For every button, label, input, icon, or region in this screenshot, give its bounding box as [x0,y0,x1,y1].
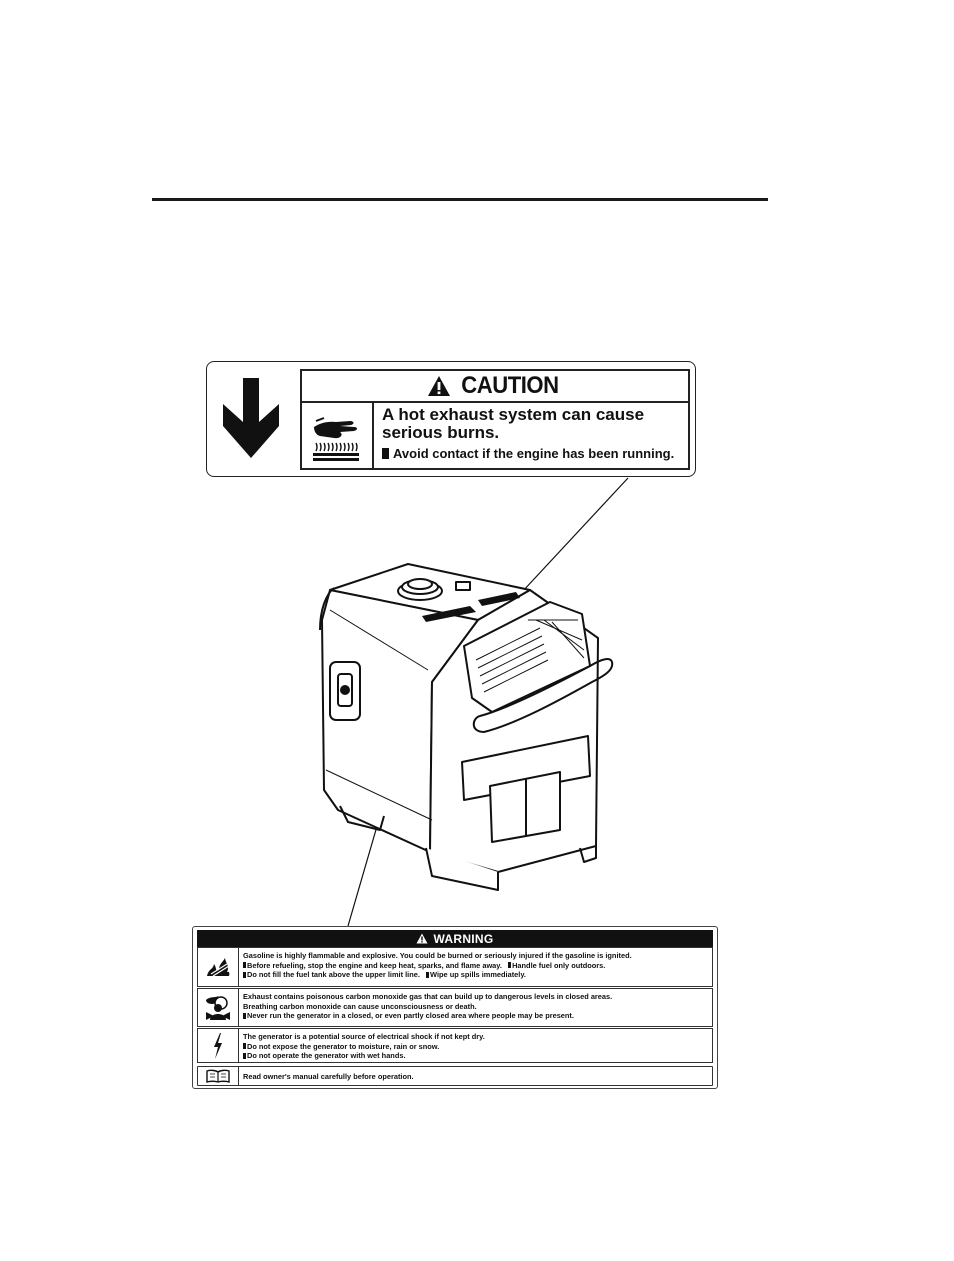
caution-panel: CAUTION A hot exhaust sys [300,369,690,470]
caution-headline-1: A hot exhaust system can cause [382,405,645,424]
warning-header: WARNING [197,930,713,947]
carbon-monoxide-icon [206,995,230,1020]
bullet-square-icon [243,962,246,968]
exhaust-line-3: Never run the generator in a closed, or … [247,1011,574,1020]
bullet-square-icon [508,962,512,968]
warning-row-manual: Read owner's manual carefully before ope… [197,1066,713,1086]
open-book-icon [206,1069,230,1083]
warning-triangle-icon [428,376,451,396]
warning-row-exhaust: Exhaust contains poisonous carbon monoxi… [197,988,713,1027]
fire-line-2a: Before refueling, stop the engine and ke… [247,960,502,970]
electrical-line-3: Do not operate the generator with wet ha… [247,1051,406,1060]
fire-line-3a: Do not fill the fuel tank above the uppe… [247,970,420,979]
fire-line-2b: Handle fuel only outdoors. [512,960,606,970]
caution-instruction: Avoid contact if the engine has been run… [393,446,675,461]
caution-headline-2: serious burns. [382,423,500,442]
electrical-line-1: The generator is a potential source of e… [243,1032,485,1041]
caution-instruction-row: Avoid contact if the engine has been run… [382,446,684,461]
bullet-square-icon [382,448,389,459]
warning-label: WARNING Gasoline is highly flammable and… [192,926,718,1089]
caution-leader-line [521,477,629,593]
fire-line-1: Gasoline is highly flammable and explosi… [243,951,632,960]
bullet-square-icon [426,971,430,978]
warning-row-fire: Gasoline is highly flammable and explosi… [197,947,713,987]
fire-line-3b: Wipe up spills immediately. [430,970,526,979]
header-rule [152,198,768,201]
hot-surface-hand-icon [313,417,359,461]
flame-icon [207,958,230,977]
lightning-bolt-icon [214,1032,222,1059]
hot-surface-pictogram [302,403,374,470]
warning-row-electrical: The generator is a potential source of e… [197,1028,713,1063]
electrical-line-2: Do not expose the generator to moisture,… [247,1041,440,1051]
down-arrow-icon [223,378,279,458]
exhaust-line-2: Breathing carbon monoxide can cause unco… [243,1001,477,1011]
warning-title: WARNING [433,931,494,946]
manual-text: Read owner's manual carefully before ope… [243,1072,414,1081]
warning-triangle-icon [416,933,428,944]
caution-title: CAUTION [461,372,559,399]
caution-text: A hot exhaust system can cause serious b… [382,406,684,461]
generator-illustration [319,477,629,927]
bullet-square-icon [243,1052,246,1059]
bullet-square-icon [243,1043,246,1049]
caution-header: CAUTION [302,371,688,403]
bullet-square-icon [243,971,246,978]
bullet-square-icon [243,1012,246,1019]
exhaust-line-1: Exhaust contains poisonous carbon monoxi… [243,992,613,1001]
caution-label: CAUTION A hot exhaust sys [206,361,696,477]
